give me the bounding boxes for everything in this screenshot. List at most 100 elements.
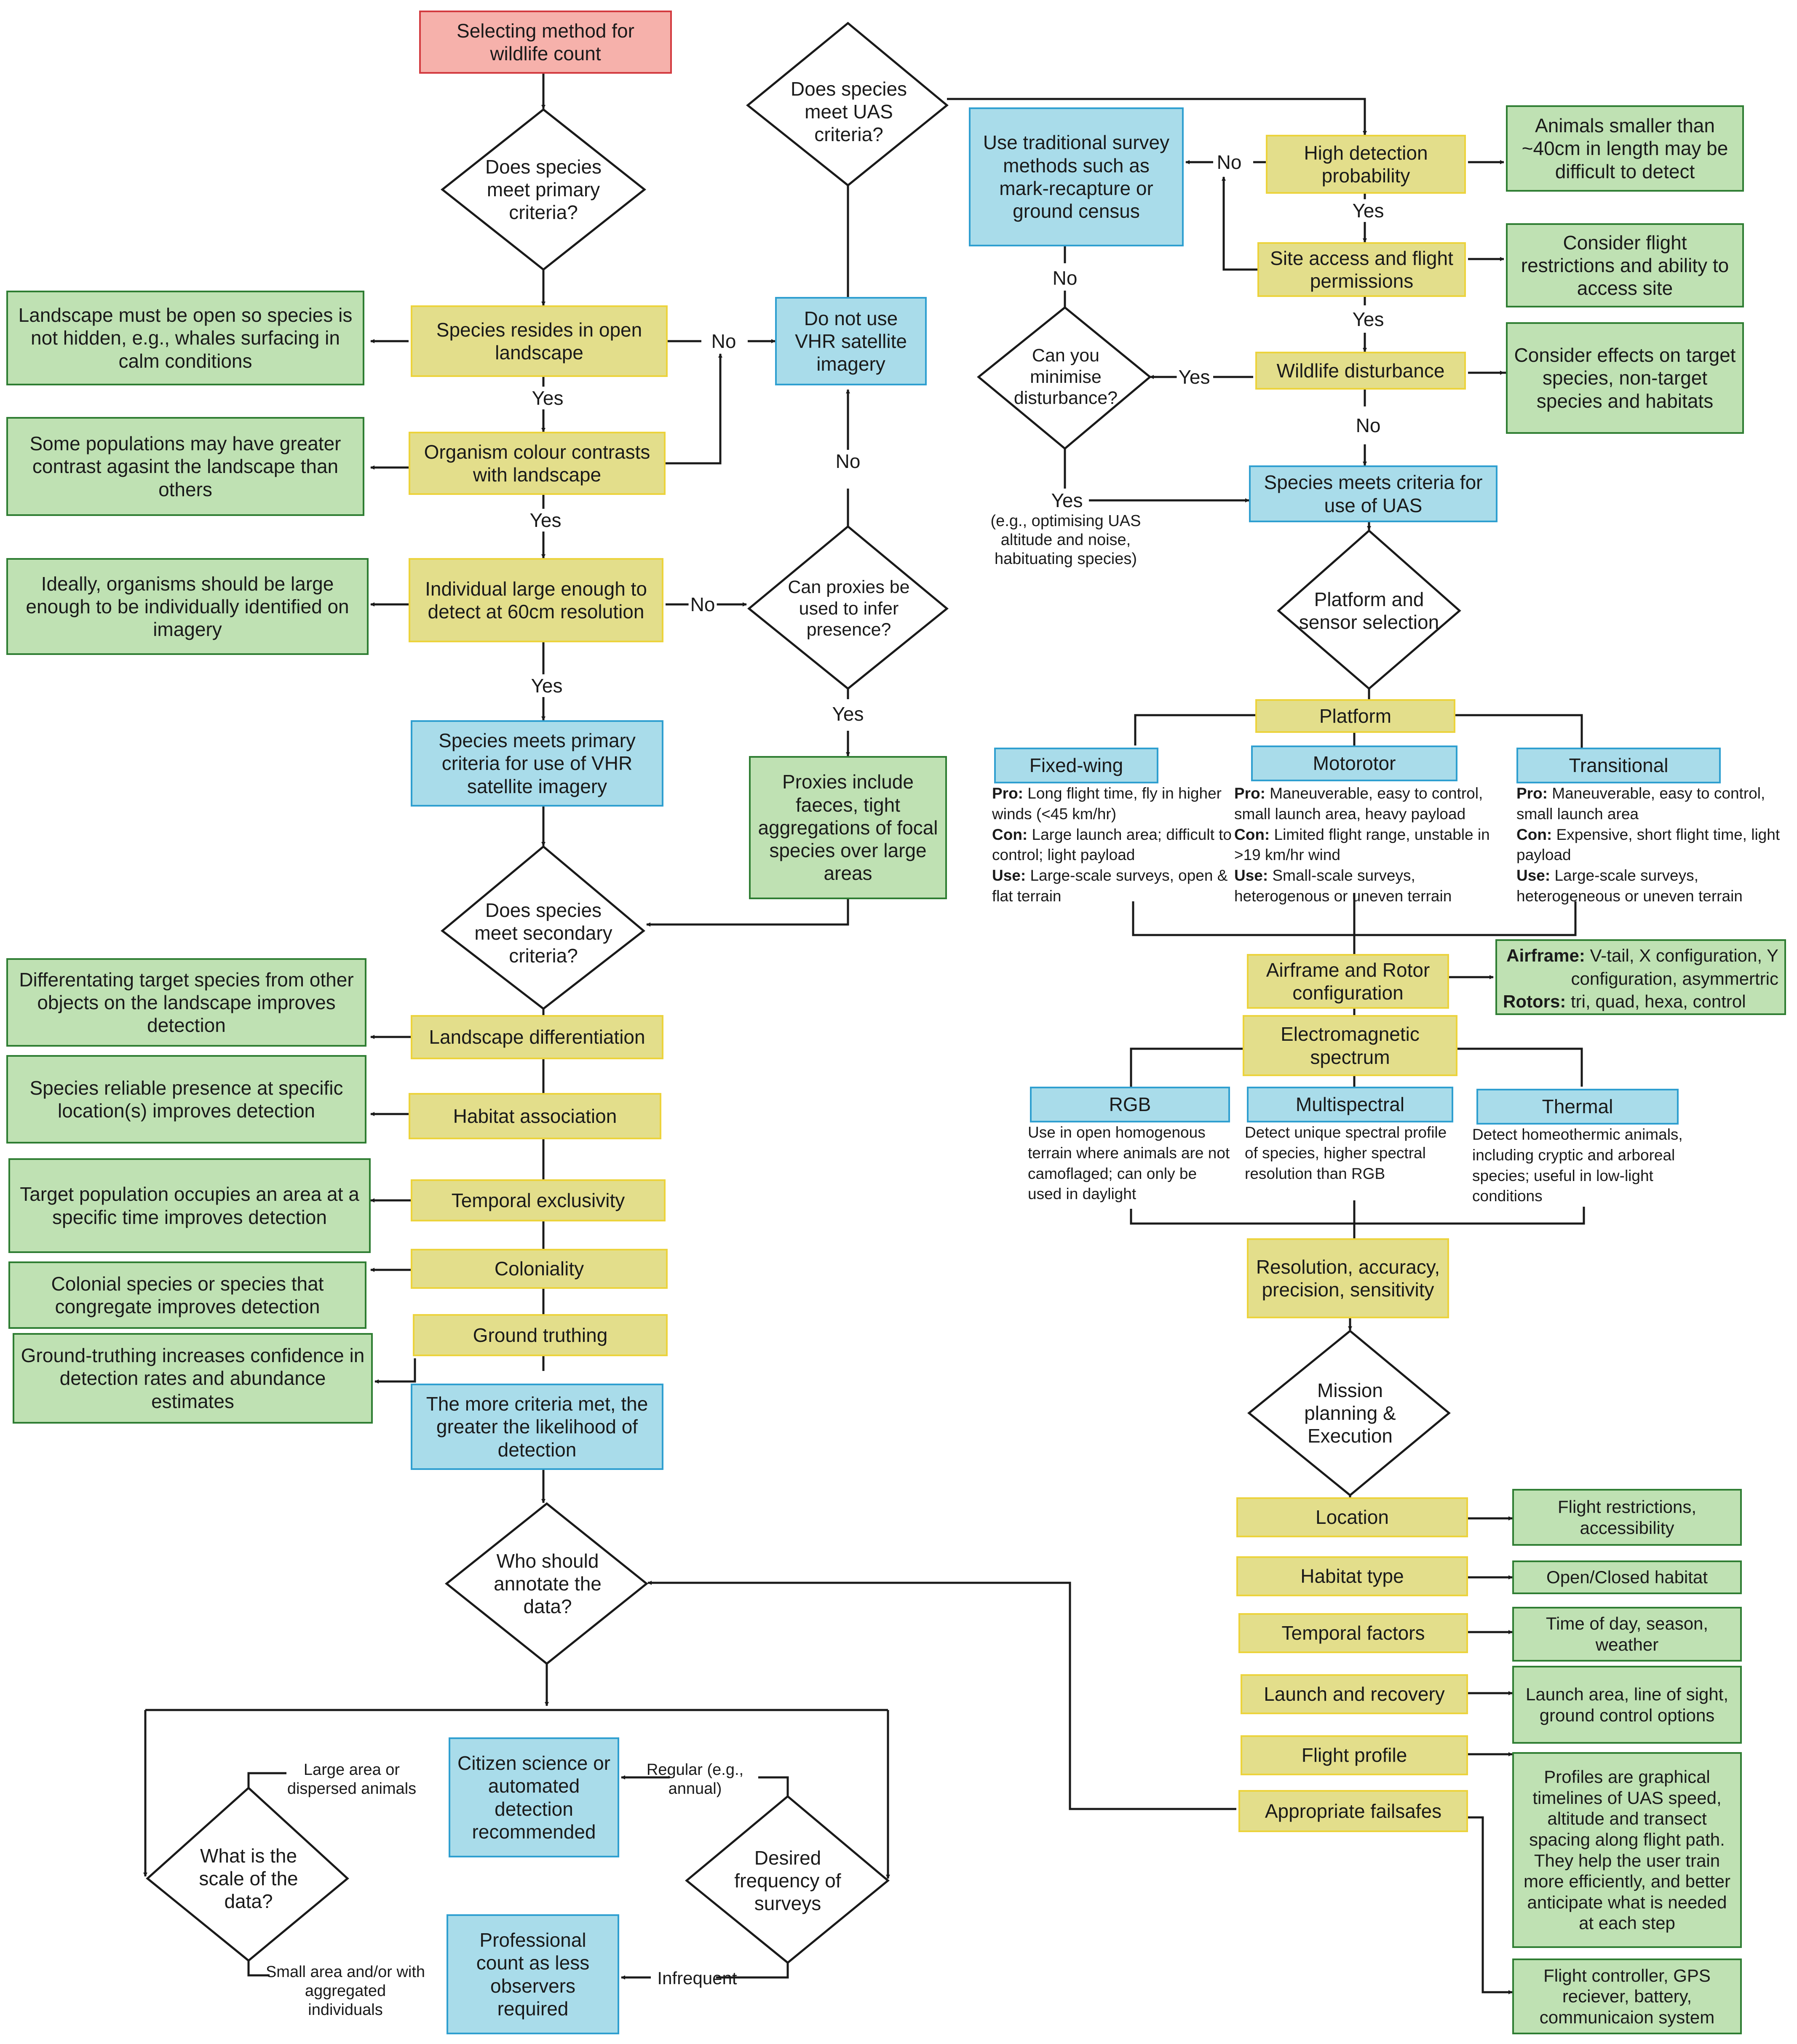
- yes-label-disturbance: Yes: [1177, 366, 1212, 388]
- fixed-use-text: Large-scale surveys, open & flat terrain: [992, 867, 1228, 905]
- airframe-note: Airframe: V-tail, X configuration, Y con…: [1495, 939, 1786, 1015]
- use-label: Use:: [1234, 867, 1268, 884]
- trans-use: Use: Large-scale surveys, heterogeneous …: [1516, 866, 1786, 907]
- fixed-con-text: Large launch area; difficult to control;…: [992, 826, 1232, 864]
- habitat-association-node: Habitat association: [409, 1093, 661, 1139]
- temporal-exclusivity-node: Temporal exclusivity: [411, 1179, 666, 1221]
- launch-recovery-note: Launch area, line of sight, ground contr…: [1512, 1666, 1742, 1744]
- transitional-node: Transitional: [1516, 748, 1721, 783]
- multispectral-node: Multispectral: [1247, 1087, 1453, 1122]
- location-node: Location: [1236, 1497, 1468, 1537]
- rotors-label: Rotors:: [1503, 991, 1566, 1012]
- pro-label: Pro:: [1234, 785, 1265, 802]
- landscape-diff-note: Differentating target species from other…: [6, 958, 366, 1047]
- coloniality-note: Colonial species or species that congreg…: [8, 1261, 366, 1329]
- colour-contrast-note: Some populations may have greater contra…: [6, 417, 364, 516]
- transitional-desc: Pro: Maneuverable, easy to control, smal…: [1516, 783, 1786, 907]
- colour-contrast-node: Organism colour contrasts with landscape: [409, 432, 666, 495]
- location-note: Flight restrictions, accessibility: [1512, 1489, 1742, 1546]
- yes-label-proxies: Yes: [830, 703, 866, 725]
- airframe-line: Airframe: V-tail, X configuration, Y con…: [1503, 944, 1778, 990]
- temporal-factors-node: Temporal factors: [1238, 1613, 1468, 1653]
- moto-use: Use: Small-scale surveys, heterogenous o…: [1234, 866, 1512, 907]
- launch-recovery-node: Launch and recovery: [1241, 1674, 1468, 1714]
- pro-label: Pro:: [1516, 785, 1548, 802]
- yes-label-detection: Yes: [1350, 199, 1386, 222]
- yes-label-large: Yes: [529, 674, 564, 697]
- em-spectrum-node: Electromagnetic spectrum: [1243, 1015, 1457, 1076]
- moto-use-text: Small-scale surveys, heterogenous or une…: [1234, 867, 1452, 905]
- platform-question: Platform and sensor selection: [1299, 588, 1439, 633]
- uas-question: Does species meet UAS criteria?: [790, 77, 907, 146]
- disturbance-note: Consider effects on target species, non-…: [1506, 322, 1744, 434]
- minimise-question: Can you minimise disturbance?: [1013, 345, 1118, 409]
- con-label: Con:: [992, 826, 1028, 843]
- ground-truthing-note: Ground-truthing increases confidence in …: [13, 1333, 373, 1424]
- resolution-node: Resolution, accuracy, precision, sensiti…: [1247, 1238, 1449, 1318]
- no-label-minimise: No: [1051, 267, 1079, 289]
- proxies-question: Can proxies be used to infer presence?: [788, 577, 910, 640]
- trans-use-text: Large-scale surveys, heterogeneous or un…: [1516, 867, 1743, 905]
- do-not-use-node: Do not use VHR satellite imagery: [775, 297, 927, 385]
- habitat-type-node: Habitat type: [1236, 1556, 1468, 1596]
- con-label: Con:: [1516, 826, 1552, 843]
- open-landscape-node: Species resides in open landscape: [411, 305, 668, 377]
- site-access-note: Consider flight restrictions and ability…: [1506, 223, 1744, 307]
- airframe-node: Airframe and Rotor configuration: [1247, 954, 1449, 1009]
- wildlife-disturbance-node: Wildlife disturbance: [1255, 352, 1466, 390]
- moto-con-text: Limited flight range, unstable in >19 km…: [1234, 826, 1490, 864]
- small-area-label: Small area and/or with aggregated indivi…: [265, 1963, 425, 2019]
- motorotor-node: Motorotor: [1251, 745, 1457, 781]
- motorotor-desc: Pro: Maneuverable, easy to control, smal…: [1234, 783, 1512, 907]
- con-label: Con:: [1234, 826, 1270, 843]
- annotate-question: Who should annotate the data?: [494, 1550, 602, 1618]
- no-label-proxies: No: [834, 450, 862, 473]
- fixed-pro: Pro: Long flight time, fly in higher win…: [992, 783, 1236, 825]
- fixed-pro-text: Long flight time, fly in higher winds (<…: [992, 785, 1222, 823]
- airframe-text: V-tail, X configuration, Y configuration…: [1571, 946, 1779, 989]
- failsafes-node: Appropriate failsafes: [1238, 1790, 1468, 1832]
- minimise-yes-note: (e.g., optimising UAS altitude and noise…: [990, 512, 1141, 568]
- scale-question: What is the scale of the data?: [199, 1844, 298, 1913]
- professional-count-node: Professional count as less observers req…: [447, 1914, 619, 2034]
- no-label-large: No: [688, 593, 717, 616]
- open-landscape-note: Landscape must be open so species is not…: [6, 291, 364, 385]
- flight-profile-node: Flight profile: [1241, 1735, 1468, 1775]
- trans-con-text: Expensive, short flight time, light payl…: [1516, 826, 1780, 864]
- use-label: Use:: [1516, 867, 1551, 884]
- failsafes-note: Flight controller, GPS reciever, battery…: [1512, 1958, 1742, 2034]
- fixed-wing-node: Fixed-wing: [994, 748, 1158, 783]
- mission-question: Mission planning & Execution: [1304, 1379, 1396, 1447]
- no-label-open: No: [709, 330, 738, 353]
- temporal-factors-note: Time of day, season, weather: [1512, 1607, 1742, 1662]
- landscape-diff-node: Landscape differentiation: [411, 1015, 663, 1059]
- rotors-text: tri, quad, hexa, control: [1571, 991, 1746, 1012]
- temporal-exclusivity-note: Target population occupies an area at a …: [8, 1158, 371, 1253]
- fixed-con: Con: Large launch area; difficult to con…: [992, 825, 1236, 866]
- more-criteria-node: The more criteria met, the greater the l…: [411, 1384, 663, 1470]
- no-label-detection: No: [1215, 151, 1243, 174]
- primary-question: Does species meet primary criteria?: [485, 155, 602, 224]
- habitat-type-note: Open/Closed habitat: [1512, 1560, 1742, 1594]
- infrequent-label: Infrequent: [657, 1968, 737, 1988]
- moto-pro: Pro: Maneuverable, easy to control, smal…: [1234, 783, 1512, 825]
- yes-label-open: Yes: [530, 387, 565, 409]
- moto-pro-text: Maneuverable, easy to control, small lau…: [1234, 785, 1483, 823]
- meets-primary-node: Species meets primary criteria for use o…: [411, 720, 663, 807]
- pro-label: Pro:: [992, 785, 1023, 802]
- large-area-label: Large area or dispersed animals: [287, 1761, 417, 1798]
- fixed-use: Use: Large-scale surveys, open & flat te…: [992, 866, 1236, 907]
- large-enough-note: Ideally, organisms should be large enoug…: [6, 558, 369, 655]
- high-detection-note: Animals smaller than ~40cm in length may…: [1506, 105, 1744, 192]
- traditional-methods-node: Use traditional survey methods such as m…: [969, 107, 1184, 246]
- multispectral-note: Detect unique spectral profile of specie…: [1245, 1124, 1447, 1182]
- rgb-note: Use in open homogenous terrain where ani…: [1028, 1124, 1230, 1203]
- trans-pro-text: Maneuverable, easy to control, small lau…: [1516, 785, 1765, 823]
- yes-label-access: Yes: [1350, 308, 1386, 331]
- yes-label-minimise: Yes: [1049, 489, 1085, 512]
- high-detection-node: High detection probability: [1266, 135, 1466, 194]
- yes-label-colour: Yes: [528, 509, 563, 532]
- trans-pro: Pro: Maneuverable, easy to control, smal…: [1516, 783, 1786, 825]
- large-enough-node: Individual large enough to detect at 60c…: [409, 558, 663, 642]
